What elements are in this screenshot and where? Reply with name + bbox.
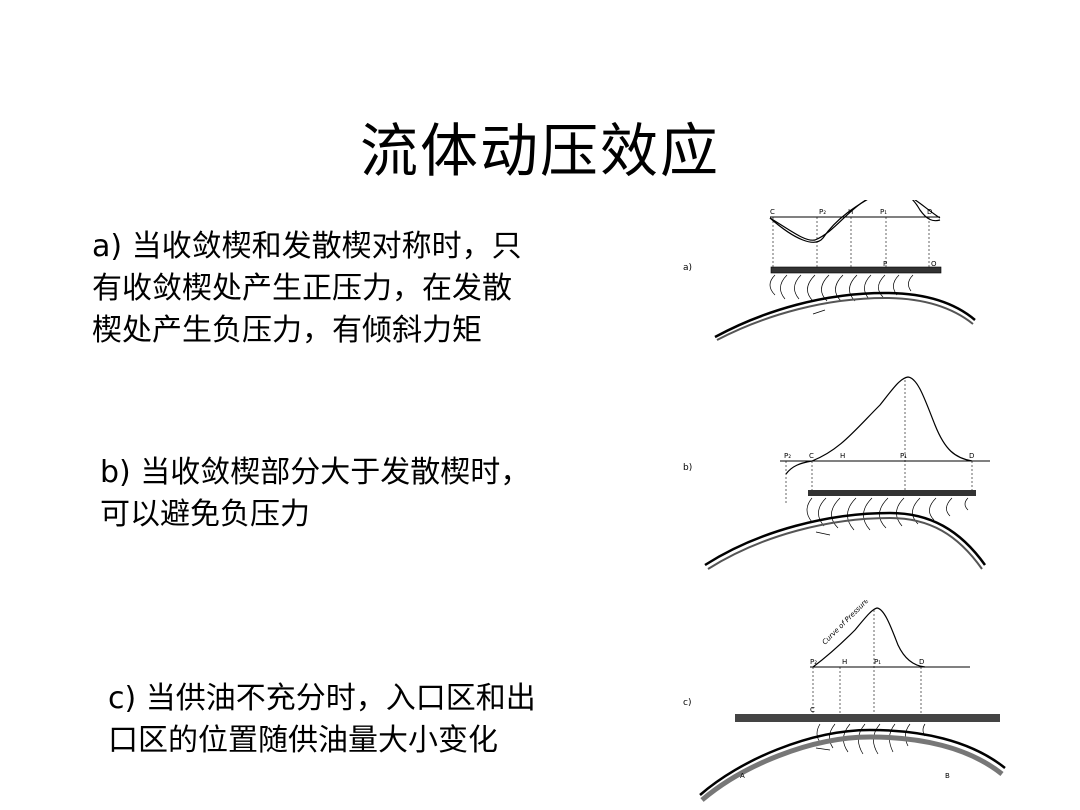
figure-c-label: c) — [683, 698, 691, 708]
point-label-h: H — [848, 208, 853, 216]
point-label-c: C — [810, 706, 815, 714]
point-label-p2: P₂ — [784, 452, 791, 460]
point-label-d: D — [927, 208, 932, 216]
paragraph-a-line: 楔处产生负压力，有倾斜力矩 — [92, 313, 482, 348]
point-label-h: H — [842, 658, 847, 666]
point-label-h: H — [840, 452, 845, 460]
point-label-p1: P₁ — [880, 208, 887, 216]
point-label-c: C — [770, 208, 775, 216]
point-label-p2: P₂ — [810, 658, 817, 666]
point-label-p1: P₁ — [900, 452, 907, 460]
paragraph-b-line: 可以避免负压力 — [100, 497, 310, 532]
point-label-d: D — [919, 658, 924, 666]
figure-b-label: b) — [683, 463, 692, 473]
paragraph-a-line: 有收敛楔处产生正压力，在发散 — [92, 271, 512, 306]
point-label-o: O — [931, 260, 937, 268]
point-label-c: C — [809, 452, 814, 460]
point-label-p1: P₁ — [874, 658, 881, 666]
paragraph-b: b) 当收敛楔部分大于发散楔时， 可以避免负压力 — [100, 452, 620, 536]
paragraph-a: a) 当收敛楔和发散楔对称时，只 有收敛楔处产生正压力，在发散 楔处产生负压力，… — [92, 226, 612, 352]
slide-title: 流体动压效应 — [359, 117, 720, 185]
point-label-p: P — [883, 260, 887, 268]
point-label-b: B — [945, 772, 950, 780]
figure-c-insufficient-oil: c) Curve of Pressure P₂ H P₁ D C A B — [683, 600, 1006, 802]
figure-a-symmetric-wedge: a) C P₂ H P₁ D P O — [683, 200, 976, 341]
paragraph-c-line: 口区的位置随供油量大小变化 — [108, 723, 498, 758]
paragraph-c-line: c) 当供油不充分时，入口区和出 — [108, 681, 536, 716]
point-label-d: D — [969, 452, 974, 460]
paragraph-a-line: a) 当收敛楔和发散楔对称时，只 — [92, 229, 522, 264]
point-label-a: A — [740, 772, 745, 780]
paragraph-b-line: b) 当收敛楔部分大于发散楔时， — [100, 455, 531, 490]
figure-a-label: a) — [683, 263, 692, 273]
figure-b-larger-convergent-wedge: b) P₂ C H P₁ D — [683, 376, 990, 570]
paragraph-c: c) 当供油不充分时，入口区和出 口区的位置随供油量大小变化 — [108, 678, 628, 762]
point-label-p2: P₂ — [819, 208, 826, 216]
